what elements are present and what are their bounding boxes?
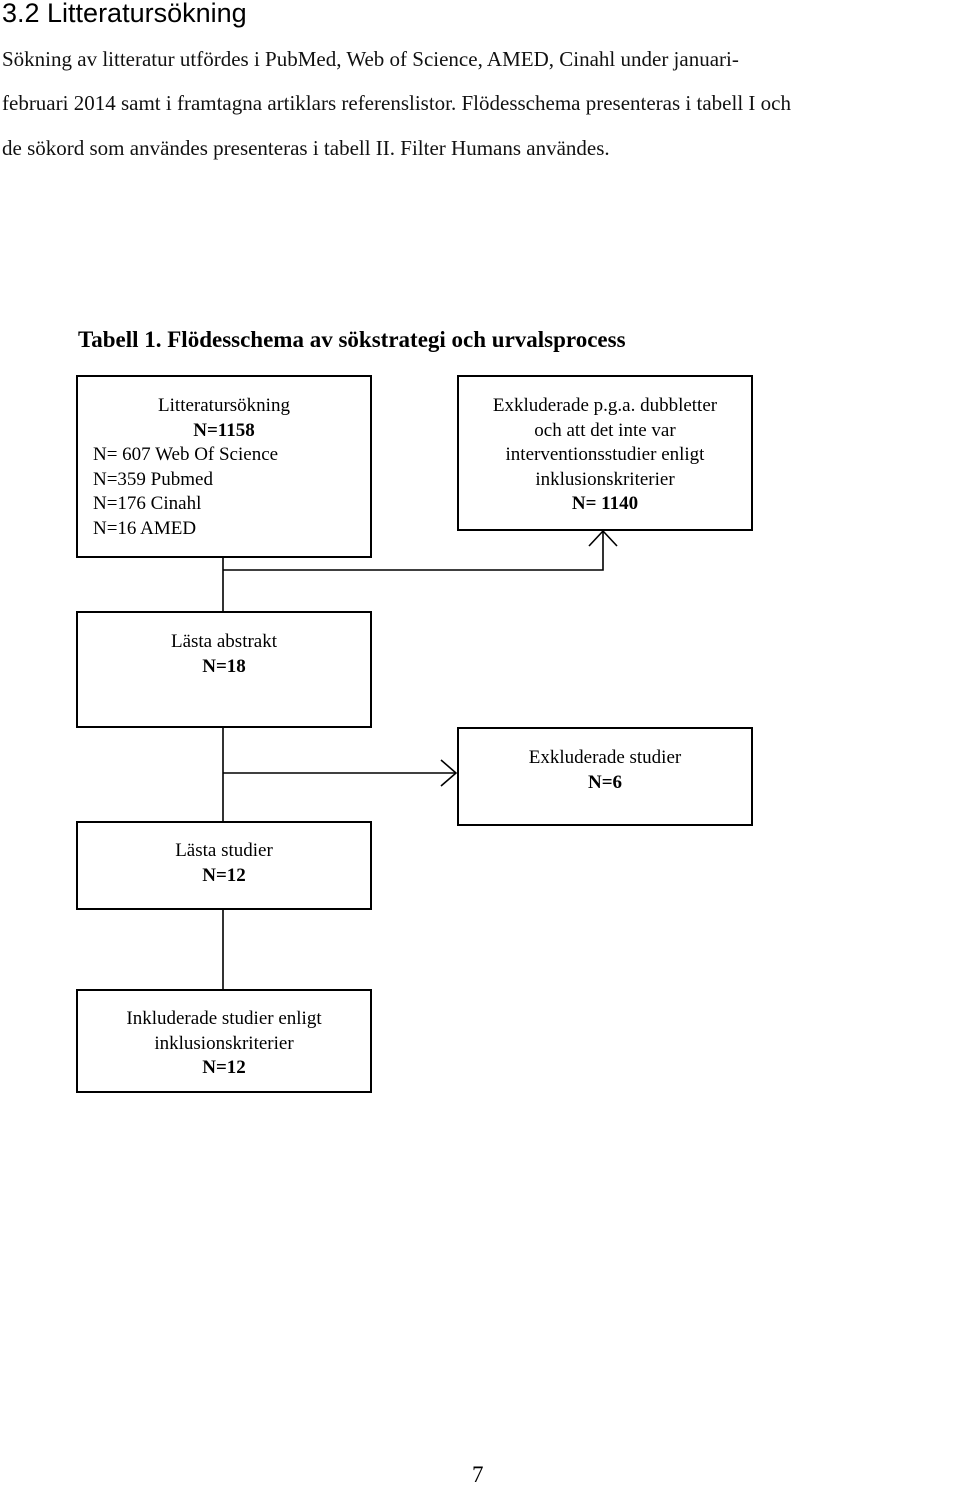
excluded-duplicates-line: interventionsstudier enligt <box>505 444 705 465</box>
table-caption: Tabell 1. Flödesschema av sökstrategi oc… <box>78 327 626 352</box>
read-abstracts-title: Lästa abstrakt <box>170 631 278 652</box>
included-studies-count: N=12 <box>202 1057 246 1078</box>
included-studies-line: inklusionskriterier <box>154 1032 294 1054</box>
literature-search-source: N=359 Pubmed <box>93 468 213 490</box>
excluded-duplicates-count: N= 1140 <box>571 493 639 514</box>
literature-search-total: N=1158 <box>193 419 255 441</box>
excluded-studies-title: Exkluderade studier <box>528 747 682 768</box>
included-studies-box: Inkluderade studier enligt inklusionskri… <box>76 989 372 1093</box>
paragraph-line: Sökning av litteratur utfördes i PubMed,… <box>2 47 739 71</box>
excluded-duplicates-line: och att det inte var <box>534 419 676 441</box>
read-studies-box: Lästa studier N=12 <box>76 821 372 910</box>
excluded-duplicates-line: inklusionskriterier <box>535 468 675 490</box>
read-studies-count: N=12 <box>202 864 246 886</box>
connector-to-excluded-duplicates <box>223 532 604 571</box>
excluded-studies-count: N=6 <box>587 771 623 793</box>
arrowhead-right <box>440 759 458 787</box>
read-studies-title: Lästa studier <box>175 840 273 861</box>
literature-search-source: N=176 Cinahl <box>93 493 202 514</box>
literature-search-source: N=16 AMED <box>93 517 197 539</box>
excluded-duplicates-line: Exkluderade p.g.a. dubbletter <box>492 395 718 416</box>
section-heading: 3.2 Litteratursökning <box>2 0 247 28</box>
literature-search-box: Litteratursökning N=1158 N= 607 Web Of S… <box>76 375 372 558</box>
literature-search-source: N= 607 Web Of Science <box>93 444 279 465</box>
literature-search-title: Litteratursökning <box>158 395 290 416</box>
included-studies-line: Inkluderade studier enligt <box>126 1008 322 1029</box>
excluded-duplicates-box: Exkluderade p.g.a. dubbletter och att de… <box>457 375 753 531</box>
read-abstracts-count: N=18 <box>202 655 246 677</box>
paragraph-line: februari 2014 samt i framtagna artiklars… <box>2 91 791 115</box>
page-number: 7 <box>472 1462 484 1487</box>
excluded-studies-box: Exkluderade studier N=6 <box>457 727 753 826</box>
arrowhead-up <box>588 529 618 547</box>
read-abstracts-box: Lästa abstrakt N=18 <box>76 611 372 728</box>
paragraph-line: de sökord som användes presenteras i tab… <box>2 136 610 160</box>
